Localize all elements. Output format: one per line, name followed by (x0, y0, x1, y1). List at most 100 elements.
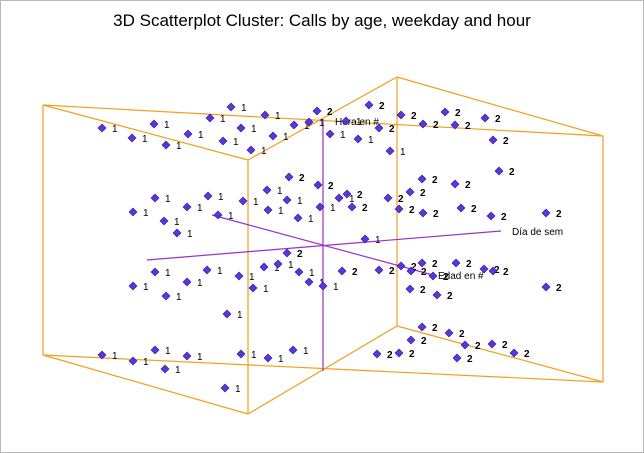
point-marker (202, 265, 212, 275)
point-marker (218, 136, 228, 146)
point-marker (486, 211, 496, 221)
box-edge (396, 325, 604, 383)
point-marker (337, 266, 347, 276)
point-marker (406, 266, 416, 276)
point-marker (315, 202, 325, 212)
point-marker (313, 180, 323, 190)
point-marker (282, 195, 292, 205)
data-point: 1 (294, 267, 315, 279)
point-marker (405, 284, 415, 294)
point-marker (353, 134, 363, 144)
data-point: 2 (347, 202, 368, 214)
data-point: 1 (213, 210, 234, 222)
data-point: 1 (263, 353, 284, 365)
point-marker (396, 261, 406, 271)
point-label: 2 (328, 181, 334, 192)
point-label: 1 (303, 346, 309, 357)
point-marker (456, 203, 466, 213)
point-marker (268, 131, 278, 141)
point-label: 2 (459, 329, 465, 340)
data-point: 1 (127, 133, 148, 145)
point-marker (494, 166, 504, 176)
data-point: 1 (334, 193, 355, 205)
data-point: 1 (293, 213, 314, 225)
point-label: 2 (389, 124, 395, 135)
point-marker (248, 283, 258, 293)
box-edge (42, 354, 249, 415)
point-marker (128, 207, 138, 217)
x-axis-label: Día de sem (512, 227, 563, 238)
point-marker (289, 120, 299, 130)
data-point: 2 (452, 353, 473, 365)
data-point: 1 (161, 291, 182, 303)
point-label: 2 (421, 336, 427, 347)
point-marker (325, 129, 335, 139)
data-point: 2 (480, 113, 501, 125)
point-label: 1 (165, 194, 171, 205)
point-marker (509, 348, 519, 358)
point-marker (150, 193, 160, 203)
point-marker (149, 119, 159, 129)
data-point: 2 (383, 193, 404, 205)
point-marker (263, 353, 273, 363)
point-marker (334, 193, 344, 203)
data-point: 2 (450, 179, 471, 191)
point-label: 1 (253, 197, 259, 208)
data-point: 2 (394, 204, 415, 216)
data-point: 1 (150, 267, 171, 279)
point-marker (372, 349, 382, 359)
point-label: 1 (309, 268, 315, 279)
data-point: 1 (273, 259, 294, 271)
point-label: 1 (217, 266, 223, 277)
point-label: 2 (556, 209, 562, 220)
data-point: 1 (304, 117, 325, 129)
point-label: 1 (261, 146, 267, 157)
data-point: 2 (313, 180, 334, 192)
point-marker (159, 216, 169, 226)
point-marker (488, 135, 498, 145)
point-marker (394, 204, 404, 214)
data-point: 2 (432, 290, 453, 302)
point-marker (260, 110, 270, 120)
point-label: 2 (411, 262, 417, 273)
data-point: 1 (128, 281, 149, 293)
data-point: 1 (325, 129, 346, 141)
data-point: 1 (234, 271, 255, 283)
data-point: 2 (374, 265, 395, 277)
data-point: 1 (182, 202, 203, 214)
data-point: 1 (341, 116, 362, 128)
data-point: 1 (246, 145, 267, 157)
point-marker (238, 196, 248, 206)
point-marker (213, 210, 223, 220)
point-label: 1 (143, 282, 149, 293)
point-label: 1 (175, 365, 181, 376)
z-axis-line (211, 214, 434, 276)
point-label: 1 (400, 147, 406, 158)
data-point: 2 (405, 187, 426, 199)
point-label: 1 (288, 260, 294, 271)
chart-title: 3D Scatterplot Cluster: Calls by age, we… (113, 11, 531, 30)
point-marker (428, 271, 438, 281)
point-label: 1 (278, 354, 284, 365)
data-point: 2 (488, 266, 509, 278)
point-marker (304, 277, 314, 287)
data-point: 1 (149, 119, 170, 131)
point-marker (394, 348, 404, 358)
point-marker (304, 117, 314, 127)
point-marker (432, 290, 442, 300)
point-label: 1 (197, 278, 203, 289)
point-label: 2 (494, 265, 500, 276)
point-marker (480, 113, 490, 123)
point-marker (541, 282, 551, 292)
point-label: 1 (233, 137, 239, 148)
point-label: 1 (197, 352, 203, 363)
point-label: 2 (465, 180, 471, 191)
data-point: 2 (406, 335, 427, 347)
point-label: 2 (471, 204, 477, 215)
data-point: 2 (374, 123, 395, 135)
data-point: 1 (183, 129, 204, 141)
point-marker (97, 350, 107, 360)
data-point: 2 (541, 282, 562, 294)
data-point: 2 (372, 349, 393, 361)
data-point: 1 (315, 202, 336, 214)
